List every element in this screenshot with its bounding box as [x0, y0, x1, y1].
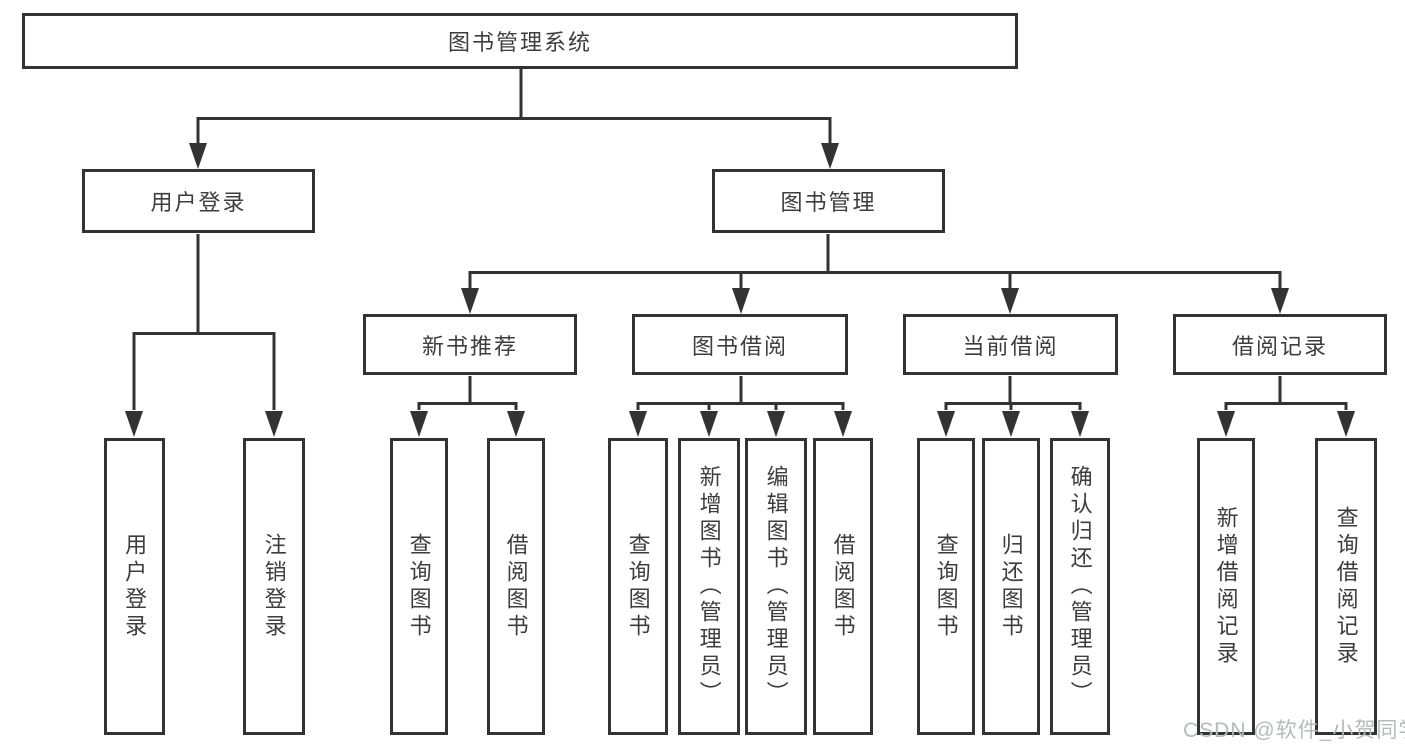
leaf-recommend-borrow-books: 借阅图书 [487, 438, 545, 735]
arrowhead [1217, 411, 1235, 437]
connector-current-bus [944, 402, 1082, 410]
node-label: 新增图书（管理员） [696, 465, 722, 708]
arrowhead [700, 411, 718, 437]
leaf-recommend-query-books: 查询图书 [390, 438, 448, 735]
node-library-management-system: 图书管理系统 [22, 13, 1018, 69]
node-label: 注销登录 [261, 532, 287, 641]
node-label: 查询借阅记录 [1333, 505, 1359, 668]
arrowhead [834, 411, 852, 437]
arrowhead [410, 411, 428, 437]
node-label: 归还图书 [998, 532, 1024, 641]
connector-borrowing-bus [636, 402, 845, 410]
arrowhead [1271, 288, 1289, 314]
arrowhead [125, 411, 143, 437]
node-label: 查询图书 [406, 532, 432, 641]
node-label: 查询图书 [625, 532, 651, 641]
arrowhead [507, 411, 525, 437]
node-book-borrowing: 图书借阅 [632, 314, 848, 375]
node-label: 借阅图书 [830, 532, 856, 641]
arrowhead [189, 143, 207, 169]
leaf-current-confirm-return-admin: 确认归还（管理员） [1050, 438, 1110, 735]
connector-recommend-bus [417, 402, 518, 410]
arrowhead [629, 411, 647, 437]
node-label: 新增借阅记录 [1213, 505, 1239, 668]
node-borrowing-records: 借阅记录 [1173, 314, 1387, 375]
arrowhead [265, 411, 283, 437]
leaf-borrowing-edit-book-admin: 编辑图书（管理员） [745, 438, 807, 735]
node-label: 编辑图书（管理员） [763, 465, 789, 708]
node-book-management: 图书管理 [712, 169, 945, 233]
leaf-records-add-borrow-record: 新增借阅记录 [1197, 438, 1255, 735]
arrowhead [821, 143, 839, 169]
node-label: 图书管理系统 [447, 30, 592, 55]
leaf-borrowing-query-books: 查询图书 [608, 438, 668, 735]
leaf-borrowing-add-book-admin: 新增图书（管理员） [678, 438, 740, 735]
arrowhead [1071, 411, 1089, 437]
arrowhead [1002, 411, 1020, 437]
node-label: 用户登录 [150, 190, 247, 215]
leaf-logout: 注销登录 [243, 438, 305, 735]
arrowhead [732, 288, 750, 314]
node-label: 确认归还（管理员） [1067, 465, 1093, 708]
node-label: 借阅图书 [503, 532, 529, 641]
node-label: 借阅记录 [1231, 333, 1328, 359]
node-user-login: 用户登录 [82, 169, 315, 233]
arrowhead [767, 411, 785, 437]
watermark: CSDN @软件_小贺同学 [1183, 719, 1405, 742]
connector-records-bus [1224, 402, 1348, 410]
node-label: 图书管理 [780, 190, 877, 215]
arrowhead [937, 411, 955, 437]
connector-level2-bus [196, 117, 832, 144]
node-label: 图书借阅 [691, 333, 788, 359]
leaf-current-return-books: 归还图书 [982, 438, 1040, 735]
leaf-borrowing-borrow-books: 借阅图书 [813, 438, 873, 735]
node-label: 当前借阅 [962, 333, 1059, 359]
connector-level3-bus [468, 271, 1282, 289]
arrowhead [1337, 411, 1355, 437]
arrowhead [461, 288, 479, 314]
leaf-records-query-borrow-record: 查询借阅记录 [1315, 438, 1377, 735]
arrowhead [1001, 288, 1019, 314]
connector-userlogin-bus [132, 332, 276, 410]
node-current-borrowing: 当前借阅 [903, 314, 1118, 375]
leaf-user-login: 用户登录 [104, 438, 165, 735]
leaf-current-query-books: 查询图书 [917, 438, 975, 735]
node-new-book-recommendation: 新书推荐 [363, 314, 577, 375]
node-label: 新书推荐 [421, 333, 518, 359]
node-label: 查询图书 [933, 532, 959, 641]
node-label: 用户登录 [122, 532, 148, 641]
